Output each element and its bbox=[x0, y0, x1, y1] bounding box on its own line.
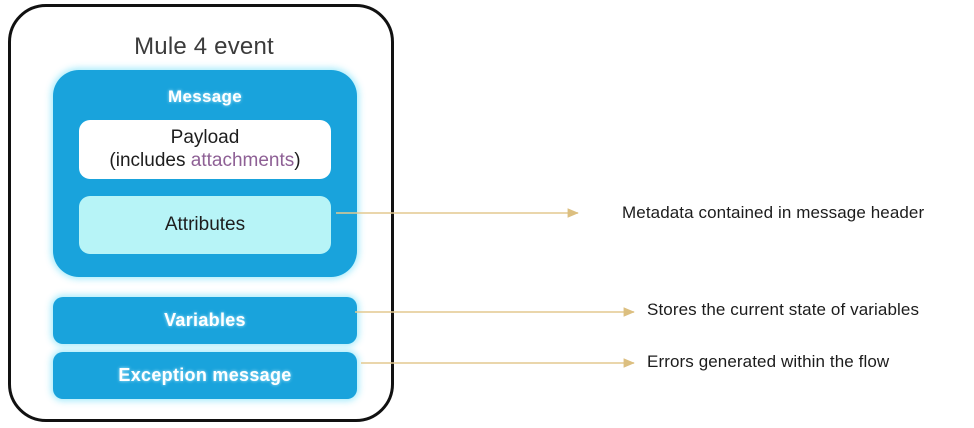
payload-subtext-suffix: ) bbox=[294, 149, 301, 171]
exception-message-box: Exception message bbox=[53, 352, 357, 399]
attributes-annotation-label: Metadata contained in message header bbox=[622, 203, 925, 222]
variables-box: Variables bbox=[53, 297, 357, 344]
exception-annotation-label: Errors generated within the flow bbox=[647, 352, 890, 371]
attributes-label: Attributes bbox=[164, 214, 246, 235]
payload-label: Payload bbox=[170, 127, 240, 149]
payload-subtext-prefix: (includes bbox=[109, 149, 191, 171]
variables-annotation-label: Stores the current state of variables bbox=[647, 300, 920, 319]
page-title: Mule 4 event bbox=[134, 33, 274, 60]
payload-attachments-highlight: attachments bbox=[190, 149, 295, 171]
attributes-box: Attributes bbox=[79, 196, 331, 254]
message-box-title: Message bbox=[168, 87, 242, 106]
payload-subtext: (includes attachments) bbox=[109, 150, 300, 172]
exception-message-label: Exception message bbox=[118, 365, 292, 385]
mule-4-event-container: Mule 4 event Message Payload (includes a… bbox=[8, 4, 394, 422]
payload-box: Payload (includes attachments) bbox=[79, 120, 331, 179]
message-box: Message Payload (includes attachments) A… bbox=[53, 70, 357, 277]
variables-label: Variables bbox=[164, 310, 246, 330]
